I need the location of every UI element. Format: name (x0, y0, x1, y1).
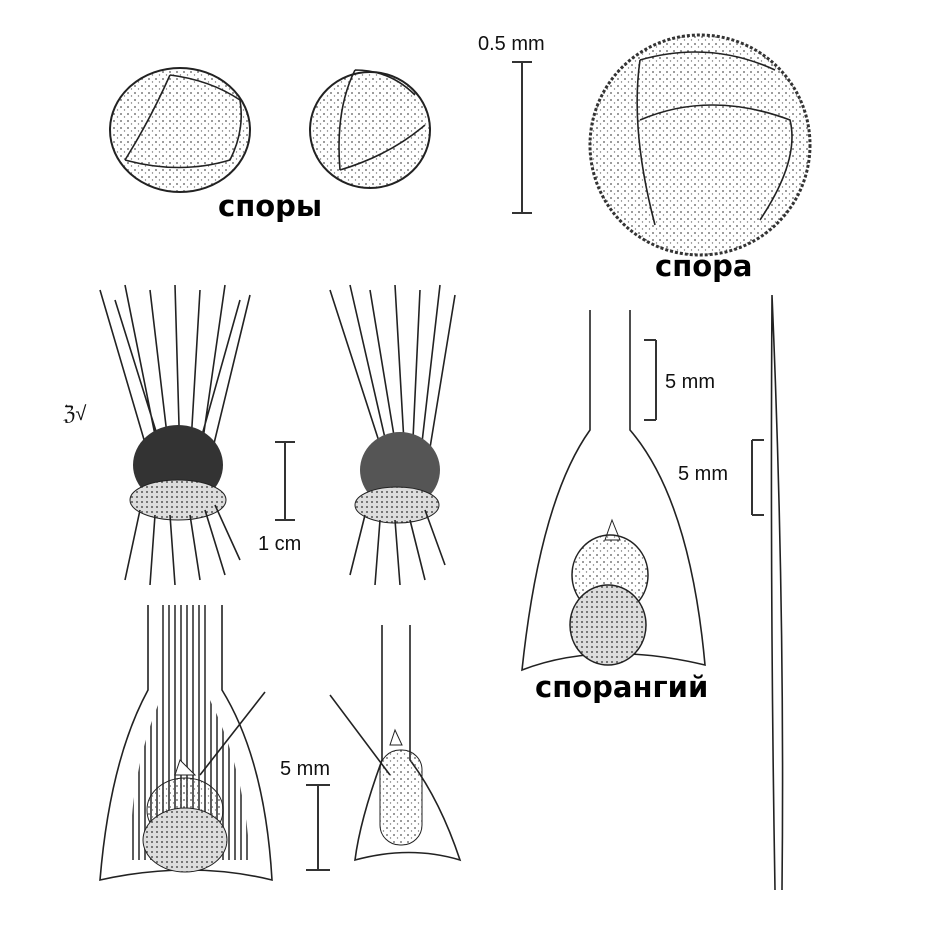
spore-large (588, 33, 812, 257)
plant-right (329, 284, 456, 586)
leaf-scale-bar (751, 439, 764, 516)
spore-label: спора (655, 249, 752, 283)
leaf-base-sporangium (521, 310, 706, 672)
plant-scale-label: 1 cm (258, 533, 301, 555)
signature: ℨ√ (63, 403, 86, 425)
sporangium-detail-scale-label: 5 mm (280, 758, 330, 780)
plant-left (99, 284, 251, 586)
leaf-base-scale-bar (644, 339, 657, 421)
spores-label: споры (218, 189, 322, 223)
spore-left (109, 67, 251, 193)
leaf-base-scale-label: 5 mm (665, 371, 715, 393)
spore-scale-bar (512, 61, 532, 214)
sporangium-detail-right (329, 625, 462, 862)
leaf-scale-label: 5 mm (678, 463, 728, 485)
spore-scale-label: 0.5 mm (478, 33, 545, 55)
spore-middle (309, 69, 431, 189)
sporangium-detail-scale-bar (306, 784, 330, 871)
sporangium-detail-left (99, 605, 273, 882)
sporangium-label: спорангий (535, 670, 708, 704)
leaf-long (770, 294, 784, 891)
plant-scale-bar (275, 441, 295, 521)
